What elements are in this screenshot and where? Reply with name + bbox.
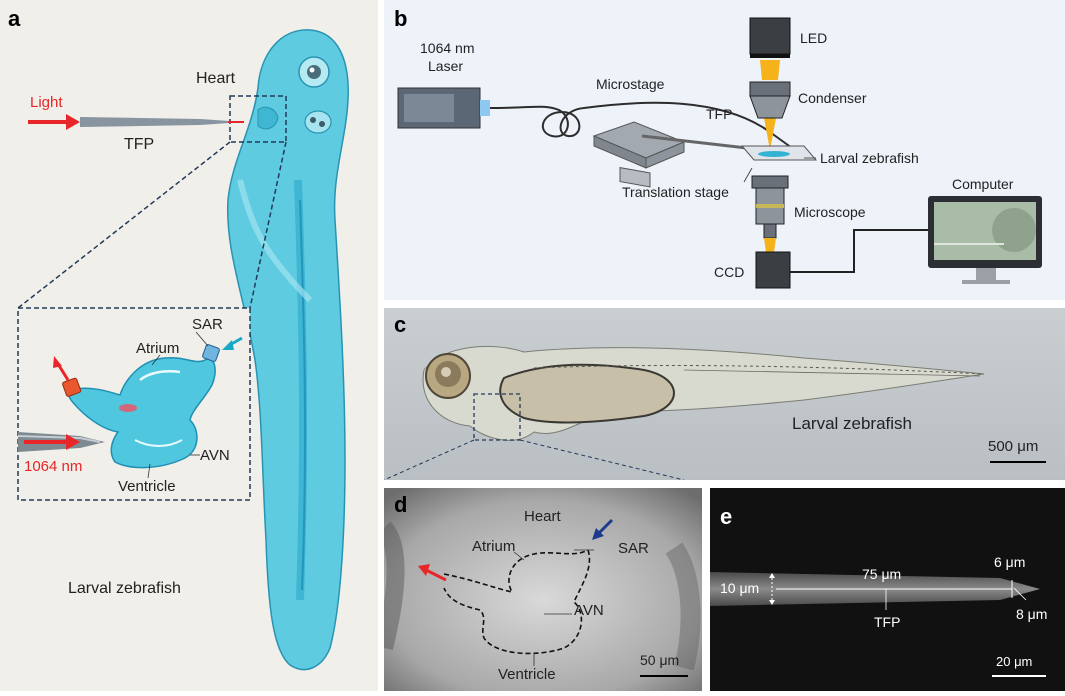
width-base-label: 10 μm: [720, 580, 760, 596]
ventricle-label-d: Ventricle: [498, 666, 556, 683]
heart-label-d: Heart: [524, 508, 561, 525]
scale-label-e: 20 μm: [996, 654, 1033, 669]
tfp-label-b: TFP: [706, 106, 733, 122]
led-unit: [749, 17, 791, 58]
tfp-micrograph: [710, 488, 1065, 691]
translation-stage-label: Translation stage: [622, 184, 729, 200]
panel-e: e 10 μm 75 μm 6 μm 8 μm TFP 20 μm: [710, 488, 1065, 691]
setup-schematic: [384, 0, 1065, 300]
computer-label: Computer: [952, 176, 1014, 192]
organism-label: Larval zebrafish: [68, 580, 181, 597]
blue-arrow-d: [596, 518, 614, 536]
condenser-label: Condenser: [798, 90, 867, 106]
red-arrow-d: [425, 568, 447, 582]
larva-micrograph: [383, 308, 1065, 481]
laser-label-line2: Laser: [428, 58, 464, 74]
length-label: 75 μm: [862, 566, 902, 582]
microscope-label: Microscope: [794, 204, 866, 220]
panel-e-label: e: [720, 504, 733, 529]
fiber: [489, 101, 793, 149]
heart-drawing: [62, 344, 220, 469]
sar-label-d: SAR: [618, 540, 649, 557]
width-tip-top-label: 6 μm: [994, 554, 1026, 570]
sar-label: SAR: [192, 316, 223, 333]
microstage: [592, 121, 686, 188]
panel-b: b 1064 nm Laser Microstage TFP LED Conde…: [384, 0, 1065, 300]
sample-label: Larval zebrafish: [820, 150, 919, 166]
avn-label: AVN: [200, 447, 230, 464]
microstage-label: Microstage: [596, 76, 665, 92]
atrium-label: Atrium: [136, 340, 180, 357]
organism-label-c: Larval zebrafish: [792, 414, 913, 433]
panel-a: a Light TFP Heart SAR Atrium AVN Ventric…: [0, 0, 378, 691]
tfp-needle: [80, 117, 244, 127]
exit-arrow: [56, 363, 70, 381]
heart-region-box: [229, 95, 287, 143]
computer-monitor: [928, 196, 1042, 284]
panel-c: c Larval zebrafish 500 μm: [383, 308, 1065, 481]
led-label: LED: [800, 30, 828, 46]
panel-c-label: c: [394, 312, 407, 337]
wavelength-label: 1064 nm: [24, 458, 83, 475]
panel-d: d Heart Atrium SAR AVN Ventricle 50 μm: [375, 488, 702, 691]
ccd-label: CCD: [714, 264, 745, 280]
scale-label-d: 50 μm: [640, 652, 680, 668]
avn-label-d: AVN: [574, 602, 604, 619]
heart-zoom-box: [473, 393, 521, 441]
width-tip-bottom-label: 8 μm: [1016, 606, 1048, 622]
light-label: Light: [30, 94, 63, 111]
atrium-label-d: Atrium: [472, 538, 516, 555]
panel-b-label: b: [394, 6, 408, 31]
laser-label-line1: 1064 nm: [420, 40, 475, 56]
ccd-camera: [755, 251, 791, 289]
panel-d-label: d: [394, 492, 408, 517]
heart-micrograph: [375, 488, 702, 691]
microscope: [751, 175, 789, 239]
tfp-label-e: TFP: [874, 614, 901, 630]
condenser: [749, 81, 791, 119]
panel-a-label: a: [8, 6, 21, 31]
laser-unit: [397, 87, 490, 129]
panel-a-illustration: [0, 0, 378, 691]
ventricle-label: Ventricle: [118, 478, 176, 495]
scale-label-c: 500 μm: [988, 438, 1039, 455]
tfp-label: TFP: [124, 136, 155, 153]
heart-label: Heart: [196, 70, 236, 87]
